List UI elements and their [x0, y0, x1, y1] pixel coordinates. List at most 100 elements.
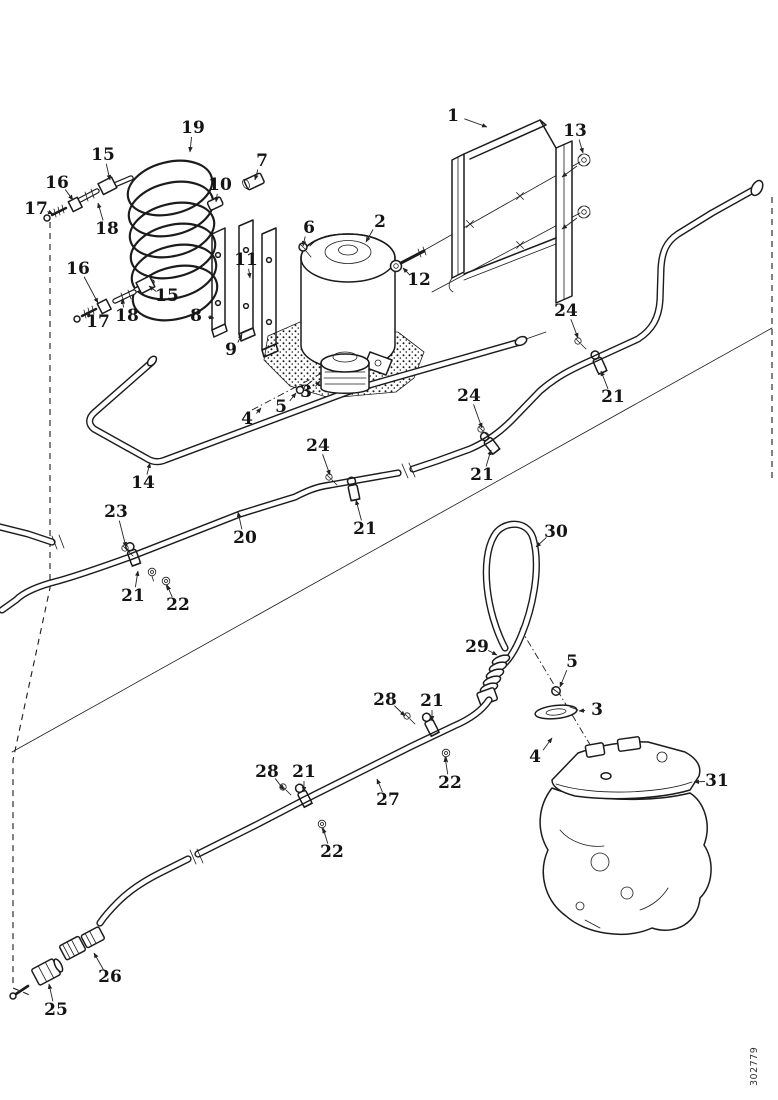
- hose-loop: [482, 520, 540, 667]
- callout-14: 14: [131, 473, 155, 493]
- callout-3: 3: [300, 382, 312, 402]
- callout-21: 21: [601, 387, 625, 407]
- callout-leader-4: [542, 737, 553, 751]
- air-line-upper-run: [0, 179, 764, 614]
- callout-leader-29: [487, 649, 498, 656]
- callout-leader-16: [64, 189, 74, 201]
- callout-22: 22: [166, 595, 190, 615]
- tube-break-marks: [51, 462, 416, 550]
- figure-id: 302779: [749, 1047, 760, 1086]
- callout-4: 4: [241, 409, 253, 429]
- callout-leader-15: [105, 163, 112, 181]
- bolt-12: [389, 246, 427, 273]
- callout-17: 17: [24, 199, 48, 219]
- callout-24: 24: [457, 386, 481, 406]
- callout-5: 5: [566, 652, 578, 672]
- callout-leader-16: [83, 276, 99, 304]
- callout-leader-21: [355, 499, 362, 521]
- callout-11: 11: [234, 250, 258, 270]
- callout-29: 29: [465, 637, 489, 657]
- callout-19: 19: [181, 118, 205, 138]
- callout-30: 30: [544, 522, 568, 542]
- tube-end-fitting: [750, 179, 764, 197]
- callout-leader-25: [47, 983, 54, 1002]
- callout-leader-20: [236, 511, 243, 530]
- callout-leader-12: [402, 267, 410, 275]
- callout-21: 21: [121, 586, 145, 606]
- callout-7: 7: [256, 151, 268, 171]
- callout-leader-22: [322, 827, 329, 844]
- spring-guard-fitting: [476, 654, 511, 706]
- callout-10: 10: [208, 175, 232, 195]
- callout-leader-13: [578, 139, 584, 154]
- callout-28: 28: [255, 762, 279, 782]
- callout-leader-10: [214, 193, 219, 203]
- callout-leader-7: [254, 169, 259, 181]
- callout-leader-4: [256, 407, 262, 414]
- callout-leader-1: [464, 118, 488, 128]
- nut-25: [9, 958, 64, 1000]
- callout-21: 21: [420, 691, 444, 711]
- callout-24: 24: [306, 436, 330, 456]
- callout-leader-21: [600, 370, 609, 389]
- callout-15: 15: [91, 145, 115, 165]
- callout-15: 15: [155, 286, 179, 306]
- callout-leader-28: [274, 778, 285, 791]
- callout-18: 18: [95, 219, 119, 239]
- callout-23: 23: [104, 502, 128, 522]
- callout-4: 4: [529, 747, 541, 767]
- bolt-7: [242, 172, 265, 191]
- callout-16: 16: [45, 173, 69, 193]
- callout-27: 27: [376, 790, 400, 810]
- callout-leader-17: [47, 209, 54, 215]
- governor-valve: [295, 351, 393, 395]
- callout-2: 2: [374, 212, 386, 232]
- callout-leader-9: [237, 333, 243, 343]
- callout-leader-18: [120, 298, 126, 308]
- callout-leader-11: [247, 268, 252, 279]
- callout-21: 21: [292, 762, 316, 782]
- callout-leader-26: [93, 952, 104, 970]
- callout-leader-8: [207, 314, 215, 320]
- callout-3: 3: [591, 700, 603, 720]
- callout-6: 6: [303, 218, 315, 238]
- callout-leader-22: [166, 584, 173, 598]
- lock-nuts-13: [561, 153, 591, 230]
- callout-24: 24: [554, 301, 578, 321]
- callout-leader-5: [559, 669, 568, 688]
- callout-leader-28: [394, 705, 406, 717]
- callout-leader-15: [148, 285, 157, 292]
- callout-leader-2: [365, 229, 374, 243]
- coil-inlet-fittings: [43, 175, 134, 222]
- callout-leader-21: [485, 449, 492, 467]
- callout-31: 31: [705, 771, 729, 791]
- callout-leader-3: [315, 380, 321, 387]
- air-line-27: [96, 696, 493, 927]
- callout-leader-23: [118, 520, 127, 548]
- callout-28: 28: [373, 690, 397, 710]
- callout-21: 21: [470, 465, 494, 485]
- callout-18: 18: [115, 306, 139, 326]
- callout-leader-21: [134, 570, 140, 588]
- callout-16: 16: [66, 259, 90, 279]
- callout-leader-30: [535, 537, 547, 548]
- callout-leader-27: [376, 778, 383, 793]
- callout-5: 5: [275, 397, 287, 417]
- banjo-fitting: [534, 686, 579, 720]
- callout-leader-14: [146, 462, 151, 475]
- callout-25: 25: [44, 1000, 68, 1020]
- callout-22: 22: [438, 773, 462, 793]
- discharge-coil: [126, 159, 219, 322]
- air-dryer-canister: [300, 233, 396, 370]
- callout-leader-24: [473, 404, 483, 429]
- upper-bracket: [448, 119, 573, 304]
- callout-leader-19: [188, 136, 193, 153]
- callout-leader-17: [86, 311, 92, 318]
- callout-9: 9: [225, 340, 237, 360]
- callout-leader-22: [443, 756, 449, 775]
- callout-leader-3: [578, 708, 586, 713]
- callout-leader-24: [570, 319, 579, 339]
- coupler-26: [59, 926, 105, 961]
